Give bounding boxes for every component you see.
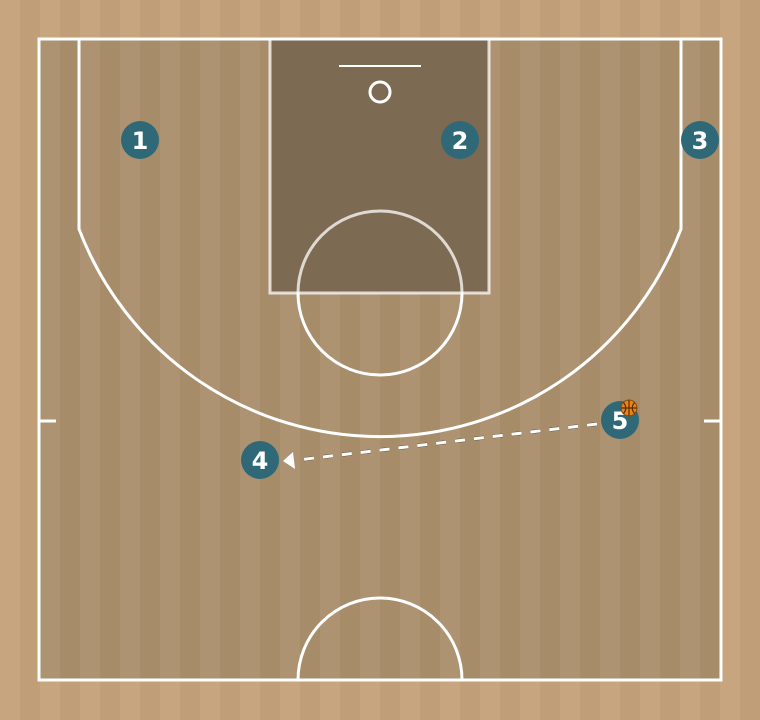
basketball-icon xyxy=(620,399,638,417)
player-4[interactable]: 4 xyxy=(241,441,279,479)
pass-arrow xyxy=(283,422,598,469)
pass-line xyxy=(297,422,598,462)
player-4-label: 4 xyxy=(252,447,269,475)
center-circle xyxy=(296,596,464,681)
free-throw-circle-top xyxy=(296,209,464,294)
player-3-label: 3 xyxy=(692,127,709,155)
three-point-line xyxy=(77,39,683,439)
rim xyxy=(368,80,392,104)
player-3[interactable]: 3 xyxy=(681,121,719,159)
player-2-label: 2 xyxy=(452,127,469,155)
player-2[interactable]: 2 xyxy=(441,121,479,159)
pass-arrowhead xyxy=(283,452,295,469)
player-2-circle xyxy=(441,121,479,159)
player-1-label: 1 xyxy=(132,127,149,155)
player-4-circle xyxy=(241,441,279,479)
paint-outline xyxy=(268,37,491,295)
free-throw-circle-bottom xyxy=(296,292,464,377)
player-1-circle xyxy=(121,121,159,159)
paint-area xyxy=(270,39,489,293)
player-1[interactable]: 1 xyxy=(121,121,159,159)
player-3-circle xyxy=(681,121,719,159)
